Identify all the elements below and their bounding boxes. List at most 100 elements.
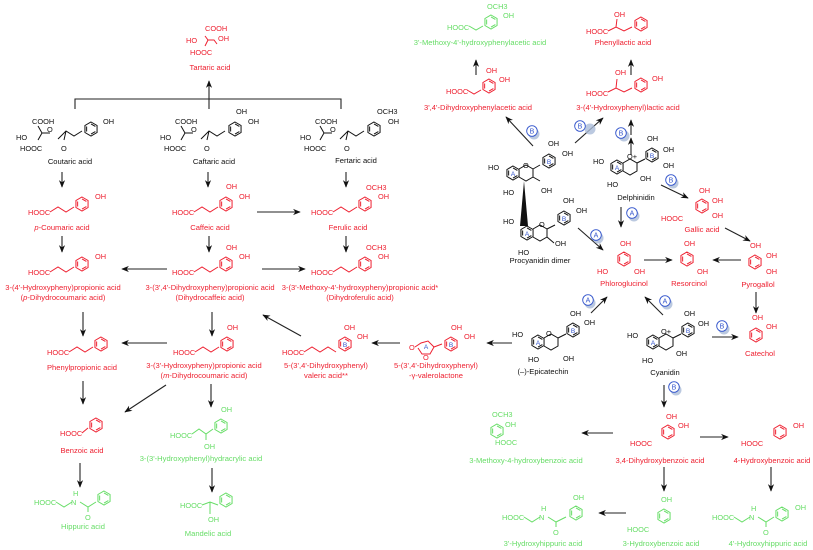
- compound-phenyllactic-acid: OH HOOC Phenyllactic acid: [586, 10, 651, 47]
- benzene-ring: [661, 424, 675, 440]
- svg-text:OCH3: OCH3: [366, 243, 387, 252]
- benzene-ring: [219, 492, 233, 508]
- svg-text:OH: OH: [357, 332, 368, 341]
- svg-text:HOOC: HOOC: [495, 438, 518, 447]
- svg-text:A: A: [511, 171, 516, 178]
- compound-4-hydroxyphenylpropionic-acid: HOOC OH 3-(4'-Hydroxypheny)propionic aci…: [5, 252, 120, 302]
- svg-text:A: A: [651, 340, 656, 347]
- compound-methoxy-hydroxyphenylacetic-acid: OCH3 OH HOOC 3'-Methoxy-4'-hydroxyphenyl…: [414, 2, 546, 47]
- svg-text:OH: OH: [640, 174, 651, 183]
- svg-text:OH: OH: [620, 239, 631, 248]
- benzene-ring: [482, 78, 496, 94]
- arrow-epicatechin-phloroglucinol: [590, 296, 608, 314]
- svg-text:O: O: [61, 144, 67, 153]
- svg-text:OH: OH: [663, 145, 674, 154]
- svg-text:HOOC: HOOC: [447, 23, 470, 32]
- svg-text:OH: OH: [699, 186, 710, 195]
- label-fertaric-acid: Fertaric acid: [335, 156, 377, 165]
- label-mandelic: Mandelic acid: [185, 529, 231, 538]
- svg-text:HOOC: HOOC: [661, 214, 684, 223]
- svg-text:OH: OH: [584, 318, 595, 327]
- svg-text:OH: OH: [236, 107, 247, 116]
- svg-text:HOOC: HOOC: [164, 144, 187, 153]
- svg-text:H: H: [541, 504, 546, 513]
- svg-text:N: N: [71, 498, 76, 507]
- svg-text:H: H: [73, 489, 78, 498]
- benzene-ring: [89, 417, 103, 433]
- svg-text:OH: OH: [555, 239, 566, 248]
- svg-text:COOH: COOH: [315, 117, 337, 126]
- compound-phloroglucinol: OH HO OH Phloroglucinol: [597, 239, 648, 288]
- compound-mandelic-acid: HOOC OH Mandelic acid: [180, 492, 233, 538]
- benzene-ring: [490, 423, 504, 439]
- benzene-ring: [617, 251, 631, 267]
- benzene-ring: [219, 196, 233, 212]
- svg-text:HOOC: HOOC: [172, 268, 195, 277]
- compound-caftaric-acid: COOH HO HOOC O O OH OH Caftaric acid: [160, 107, 259, 166]
- compound-gallic-acid: OH OH HOOC OH Gallic acid: [661, 186, 723, 234]
- benzene-ring: [75, 196, 89, 212]
- svg-text:OCH3: OCH3: [492, 410, 513, 419]
- label-benzoic: Benzoic acid: [60, 446, 103, 455]
- svg-text:HOOC: HOOC: [34, 498, 57, 507]
- compound-epicatechin: HO A O B OH OH HO OH (–)-Epicatechin: [512, 309, 595, 376]
- svg-text:HOOC: HOOC: [180, 501, 203, 510]
- svg-text:OH: OH: [712, 211, 723, 220]
- benzene-ring: [84, 121, 98, 137]
- label-caftaric-acid: Caftaric acid: [193, 157, 235, 166]
- svg-text:OH: OH: [570, 309, 581, 318]
- benzene-ring: [773, 424, 787, 440]
- label-4-hydroxyhippuric: 4'-Hydroxyhippuric acid: [729, 539, 808, 548]
- compound-4-hydroxybenzoic-acid: OH HOOC 4-Hydroxybenzoic acid: [734, 421, 811, 465]
- label-dihydrocaffeic-alt: (Dihydrocaffeic acid): [175, 293, 245, 302]
- svg-text:A: A: [525, 231, 530, 238]
- svg-text:B: B: [650, 153, 654, 160]
- arrow-procyanidin-dhpaa: [505, 116, 534, 147]
- label-hippuric: Hippuric acid: [61, 522, 105, 531]
- svg-text:OH: OH: [563, 354, 574, 363]
- svg-text:O: O: [85, 513, 91, 522]
- pathway-marker-b: B: [615, 127, 630, 142]
- compound-fertaric-acid: COOH HO HOOC O O OCH3 OH Fertaric acid: [300, 107, 399, 165]
- svg-text:COOH: COOH: [175, 117, 197, 126]
- label-catechol: Catechol: [745, 349, 775, 358]
- compound-dihydroferulic-acid: HOOC OCH3 OH 3-(3'-Methoxy-4'-hydroxyphe…: [282, 243, 439, 302]
- bracket-line: [74, 98, 342, 109]
- svg-text:OH: OH: [793, 421, 804, 430]
- svg-text:B: B: [449, 342, 453, 349]
- svg-text:HO: HO: [518, 248, 529, 257]
- label-phenylpropionic: Phenylpropionic acid: [47, 363, 117, 372]
- label-hydroxyphenyllactic: 3-(4'-Hydroxyphenyl)lactic acid: [576, 103, 680, 112]
- benzene-ring: [542, 153, 556, 169]
- compound-m-dihydrocoumaric-acid: HOOC OH 3-(3'-Hydroxypheny)propionic aci…: [146, 323, 261, 380]
- svg-text:HO: HO: [627, 331, 638, 340]
- svg-text:OCH3: OCH3: [377, 107, 398, 116]
- label-valeric-alt: valeric acid**: [304, 371, 348, 380]
- benzene-ring: [610, 159, 624, 175]
- label-pyrogallol: Pyrogallol: [741, 280, 775, 289]
- pathway-marker-b: B: [574, 120, 596, 135]
- label-caffeic-acid: Caffeic acid: [190, 223, 230, 232]
- benzene-ring: [214, 418, 228, 434]
- svg-text:HO: HO: [607, 180, 618, 189]
- benzene-ring: [338, 336, 352, 352]
- compound-catechol: OH OH Catechol: [745, 313, 777, 358]
- benzene-ring: [645, 147, 659, 163]
- benzene-ring: [657, 508, 671, 524]
- svg-text:OH: OH: [766, 267, 777, 276]
- label-delphinidin: Delphinidin: [617, 193, 655, 202]
- compound-3-hydroxybenzoic-acid: OH HOOC 3-Hydroxybenzoic acid: [623, 495, 700, 548]
- svg-text:OH: OH: [204, 442, 215, 451]
- svg-text:B: B: [562, 216, 566, 223]
- pathway-marker-b: B: [716, 320, 730, 335]
- svg-text:OH: OH: [684, 309, 695, 318]
- label-valerolactone-alt: -γ-valerolactone: [409, 371, 463, 380]
- compound-pyrogallol: OH OH OH Pyrogallol: [741, 241, 777, 289]
- compound-coutaric-acid: COOH HO HOOC O O OH Coutaric acid: [16, 117, 114, 166]
- svg-text:HOOC: HOOC: [304, 144, 327, 153]
- benzene-ring: [367, 121, 381, 137]
- svg-text:OH: OH: [541, 186, 552, 195]
- compound-hydroxyphenyllactic-acid: OH HOOC OH 3-(4'-Hydroxyphenyl)lactic ac…: [576, 68, 680, 112]
- svg-text:OH: OH: [95, 192, 106, 201]
- svg-text:OH: OH: [464, 332, 475, 341]
